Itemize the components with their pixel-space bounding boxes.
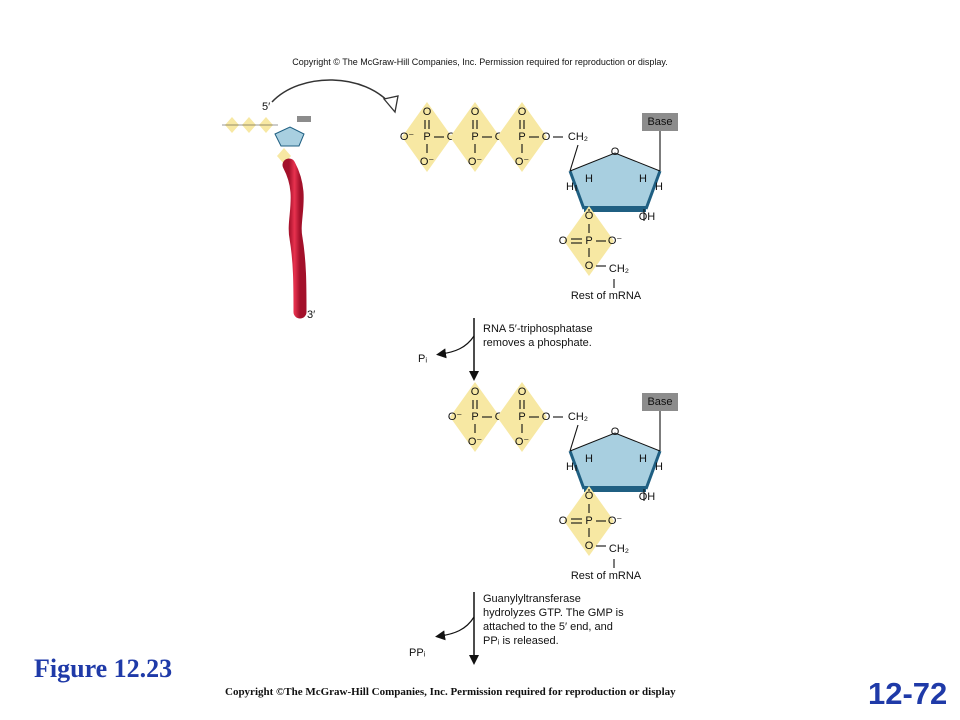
lower-left-oxygen: O [559, 515, 568, 527]
phosphate-top-oxygen: O [423, 106, 432, 118]
lower-top-oxygen: O [585, 210, 594, 222]
phosphorus-atom: P [471, 411, 478, 423]
step2-description: Guanylyltransferase hydrolyzes GTP. The … [483, 593, 624, 647]
diphosphate-end-structure: OPO⁻O⁻OOPO⁻OCH₂OBaseHHHHOHOPOO⁻OCH₂Rest … [448, 382, 678, 582]
figure-title: Figure 12.23 [34, 654, 173, 683]
phosphate-top-oxygen: O [518, 386, 527, 398]
ribose-top-edge [569, 152, 661, 172]
hydrogen-c3: H [585, 453, 593, 465]
five-prime-label: 5′ [262, 101, 270, 113]
ring-oxygen: O [611, 426, 620, 438]
overview-molecule: 5′ 3′ [222, 79, 399, 321]
lower-right-oxygen-negative: O⁻ [608, 235, 623, 247]
chain-ch2: CH₂ [609, 263, 629, 275]
ring-oxygen: O [611, 146, 620, 158]
overview-base-box [297, 116, 311, 122]
hydrogen-c2: H [639, 453, 647, 465]
step1-description: RNA 5′-triphosphatase removes a phosphat… [483, 323, 593, 349]
lower-phosphorus: P [585, 235, 592, 247]
hydroxyl-group: OH [639, 491, 656, 503]
overview-ribose [274, 126, 305, 147]
zoom-arrow-line [271, 79, 393, 107]
rest-of-mrna-label: Rest of mRNA [571, 290, 642, 302]
hydrogen-c1: H [655, 181, 663, 193]
phosphate-bottom-oxygen-negative: O⁻ [515, 156, 530, 168]
step1-product: Pᵢ [418, 353, 427, 365]
phosphorus-atom: P [518, 131, 525, 143]
lower-top-oxygen: O [585, 490, 594, 502]
hydroxyl-group: OH [639, 211, 656, 223]
step2-arrow: PPᵢ [409, 592, 479, 665]
terminal-oxygen-negative: O⁻ [400, 131, 415, 143]
ribose-side-edge [568, 450, 662, 490]
step2-release-arrow [435, 616, 475, 641]
lower-right-oxygen-negative: O⁻ [608, 515, 623, 527]
hydrogen-c3: H [585, 173, 593, 185]
ch2-group: CH₂ [568, 131, 588, 143]
hydrogen-c4: H [566, 181, 574, 193]
phosphate-diamond-2 [450, 102, 500, 172]
phosphorus-atom: P [423, 131, 430, 143]
overview-phosphates [222, 117, 278, 133]
phosphate-diamond-1 [450, 382, 500, 452]
lower-bottom-oxygen: O [585, 260, 594, 272]
base-box [642, 113, 678, 131]
hydrogen-c1: H [655, 461, 663, 473]
phosphate-top-oxygen: O [471, 386, 480, 398]
phosphate-bottom-oxygen-negative: O⁻ [515, 436, 530, 448]
hydrogen-c4: H [566, 461, 574, 473]
bridging-oxygen: O [542, 411, 551, 423]
header-copyright: Copyright © The McGraw-Hill Companies, I… [292, 57, 668, 67]
bridging-oxygen: O [542, 131, 551, 143]
mrna-strand [282, 158, 307, 319]
ch2-ring-bond [569, 144, 579, 172]
lower-phosphate-diamond [564, 206, 614, 276]
phosphate-top-oxygen: O [518, 106, 527, 118]
lower-phosphate-diamond [564, 486, 614, 556]
ch2-group: CH₂ [568, 411, 588, 423]
phosphate-diamond-3 [497, 102, 547, 172]
footer-copyright: Copyright ©The McGraw-Hill Companies, In… [225, 686, 676, 698]
phosphate-top-oxygen: O [471, 106, 480, 118]
phosphorus-atom: P [518, 411, 525, 423]
step1-release-arrow [436, 335, 475, 359]
phosphate-bottom-oxygen-negative: O⁻ [468, 156, 483, 168]
base-label: Base [647, 116, 672, 128]
phosphate-bottom-oxygen-negative: O⁻ [468, 436, 483, 448]
base-box [642, 393, 678, 411]
ribose-ring [570, 153, 660, 209]
ribose-side-edge [568, 170, 662, 210]
step1-arrow: Pᵢ [418, 318, 479, 381]
chain-ch2: CH₂ [609, 543, 629, 555]
zoom-arrow-head [382, 95, 399, 114]
ribose-top-edge [569, 432, 661, 452]
phosphorus-atom: P [471, 131, 478, 143]
ribose-ring [570, 433, 660, 489]
phosphate-bottom-oxygen-negative: O⁻ [420, 156, 435, 168]
lower-left-oxygen: O [559, 235, 568, 247]
lower-bottom-oxygen: O [585, 540, 594, 552]
ch2-ring-bond [569, 424, 579, 452]
step2-product: PPᵢ [409, 647, 426, 659]
three-prime-label: 3′ [307, 309, 315, 321]
triphosphate-end-structure: OPO⁻O⁻OOPO⁻OOPO⁻OCH₂OBaseHHHHOHOPOO⁻OCH₂… [400, 102, 678, 302]
rest-of-mrna-label: Rest of mRNA [571, 570, 642, 582]
phosphate-diamond-2 [497, 382, 547, 452]
hydrogen-c2: H [639, 173, 647, 185]
slide-number: 12-72 [868, 676, 948, 711]
terminal-oxygen-negative: O⁻ [448, 411, 463, 423]
lower-phosphorus: P [585, 515, 592, 527]
phosphate-diamond-1 [402, 102, 452, 172]
base-label: Base [647, 396, 672, 408]
